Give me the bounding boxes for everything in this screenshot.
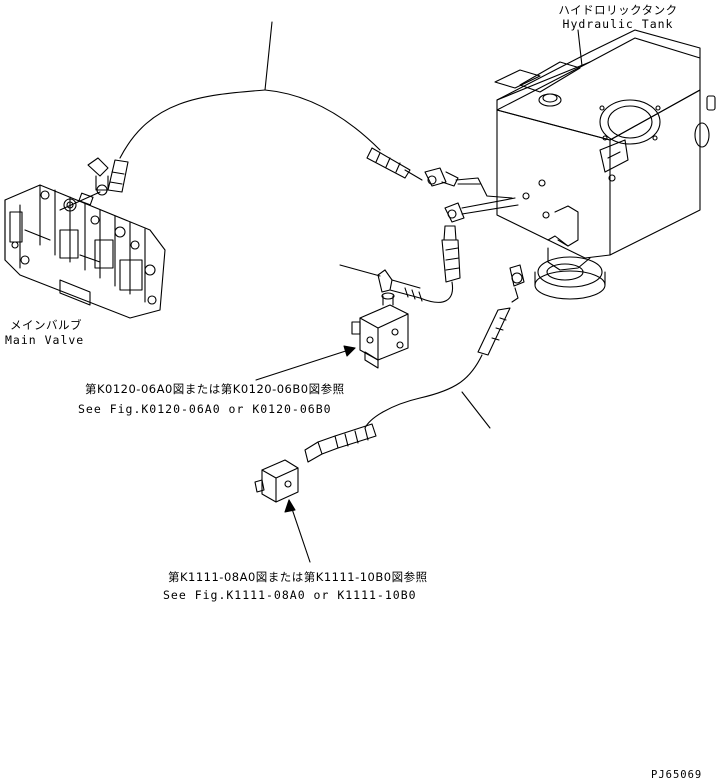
hydraulic-tank	[494, 29, 716, 300]
ref-k1111-en: See Fig.K1111-08A0 or K1111-10B0	[163, 588, 417, 602]
valve-block-k0120	[351, 292, 409, 369]
main-valve-label-jp: メインバルブ	[10, 318, 82, 332]
tank-leader-line	[577, 29, 583, 67]
ref-k0120-en: See Fig.K0120-06A0 or K0120-06B0	[78, 402, 332, 416]
main-valve-label-en: Main Valve	[5, 333, 85, 347]
valve-block-k1111	[254, 459, 299, 503]
hose-tank-to-block	[377, 225, 461, 303]
tank-suction-elbow	[444, 197, 519, 223]
ref-k1111-jp: 第K1111-08A0図または第K1111-10B0図参照	[168, 570, 428, 584]
hose3-leader-line	[461, 391, 491, 429]
hose-tank-to-lower-block	[304, 264, 525, 463]
hose2-leader-line	[339, 264, 381, 277]
tank-label-jp: ハイドロリックタンク	[558, 3, 678, 17]
hose-main-valve-to-tank	[107, 89, 423, 193]
main-valve	[4, 184, 166, 319]
hose1-leader-line	[264, 21, 273, 91]
k0120-arrow-line	[255, 347, 356, 381]
drawing-number: PJ65069	[651, 769, 703, 781]
ref-k0120-jp: 第K0120-06A0図または第K0120-06B0図参照	[85, 382, 345, 396]
tank-label-en: Hydraulic Tank	[562, 17, 674, 31]
valve-fitting-leader	[59, 191, 101, 211]
k0120-arrowhead	[343, 345, 356, 357]
tank-return-elbow	[424, 167, 513, 199]
k1111-arrowhead	[284, 499, 296, 513]
main-valve-elbow-fitting	[87, 157, 109, 196]
